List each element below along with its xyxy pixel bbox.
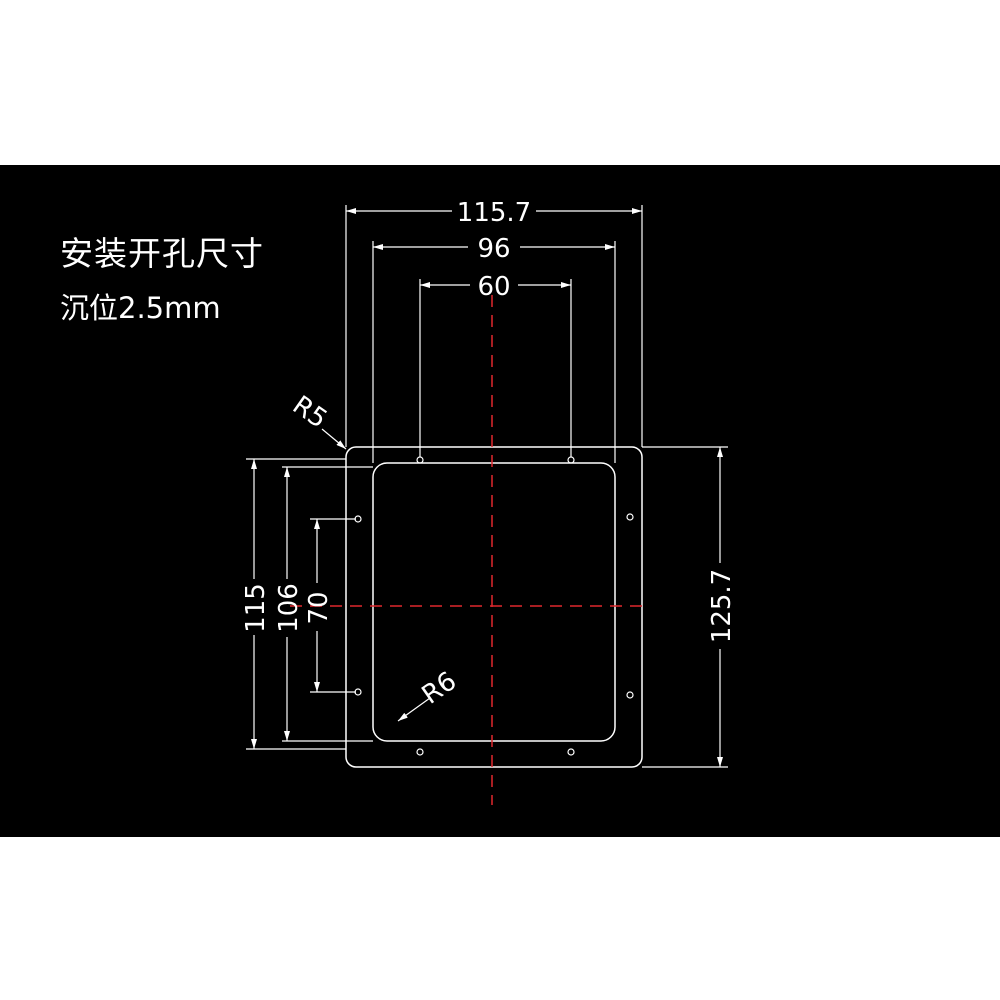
mount-hole [626,691,634,699]
drawing-title: 安装开孔尺寸 [60,234,264,273]
mount-hole [626,513,634,521]
dim-left-106-label: 106 [274,583,304,633]
dim-hole-spacing-wide-label: 96 [477,234,510,264]
drawing-canvas: 安装开孔尺寸 沉位2.5mm 115.7 [0,165,1000,837]
dim-outer-width-label: 115.7 [457,198,531,228]
mount-hole [567,456,575,464]
dim-outer-height [642,446,728,768]
dim-hole-spacing-narrow [419,279,572,457]
radius-r5-leader [321,428,347,450]
outer-plate-outline [345,446,643,768]
dim-left-115 [246,458,346,750]
radius-r5-label: R5 [287,390,333,434]
dim-hole-spacing-wide [372,241,616,463]
mount-hole [416,748,424,756]
dim-left-70 [310,518,356,693]
mount-hole [567,748,575,756]
dim-hole-spacing-narrow-label: 60 [477,272,510,302]
mount-hole [416,456,424,464]
dim-left-106 [282,466,373,742]
technical-drawing: 115.7 96 60 125.7 [241,198,737,805]
dim-outer-width [345,205,643,447]
dim-outer-height-label: 125.7 [707,569,737,643]
dim-left-115-label: 115 [241,583,271,633]
dim-left-70-label: 70 [304,591,334,624]
drawing-subtitle: 沉位2.5mm [60,291,221,325]
inner-cutout-outline [372,462,616,742]
radius-r6-label: R6 [417,666,463,710]
radius-r6-leader [397,697,431,722]
